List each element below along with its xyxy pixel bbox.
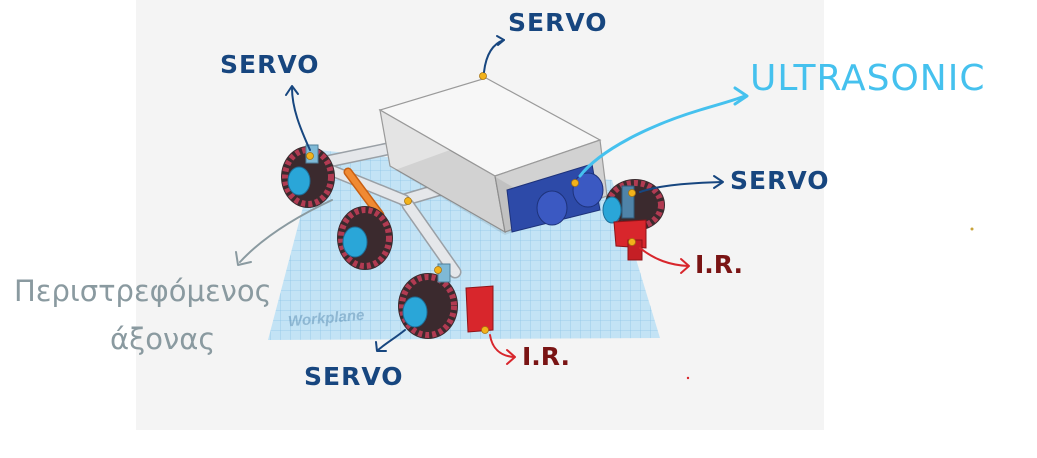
wheel-rear-left (398, 273, 458, 339)
arrow-axis (235, 199, 333, 266)
label-servo-right: SERVO (730, 166, 830, 195)
label-ultrasonic: ULTRASONIC (750, 58, 986, 99)
label-ir-bottom: I.R. (522, 342, 571, 371)
label-axis-line2: άξονας (110, 322, 216, 356)
label-servo-top: SERVO (508, 8, 608, 37)
label-ir-right: I.R. (695, 250, 744, 279)
arrow-servo-right (639, 175, 724, 193)
stray-dot (970, 227, 974, 231)
arrow-servo-bottom (375, 329, 406, 352)
stray-dot (686, 376, 690, 380)
ir-sensor-bottom (465, 285, 494, 333)
marker-dots (306, 72, 636, 334)
label-servo-left: SERVO (220, 50, 320, 79)
arrow-ir-bottom (489, 334, 516, 365)
label-axis-line1: Περιστρεφόμενος (14, 274, 272, 308)
wheel-front-left (281, 146, 335, 208)
label-servo-bottom: SERVO (304, 362, 404, 391)
arrow-ir-right (639, 247, 690, 274)
arrow-ultrasonic (578, 86, 749, 178)
arrow-servo-left (285, 85, 311, 151)
arrow-servo-top (483, 35, 505, 73)
pivot-axis (345, 169, 383, 218)
wheel-middle-left (337, 206, 393, 270)
